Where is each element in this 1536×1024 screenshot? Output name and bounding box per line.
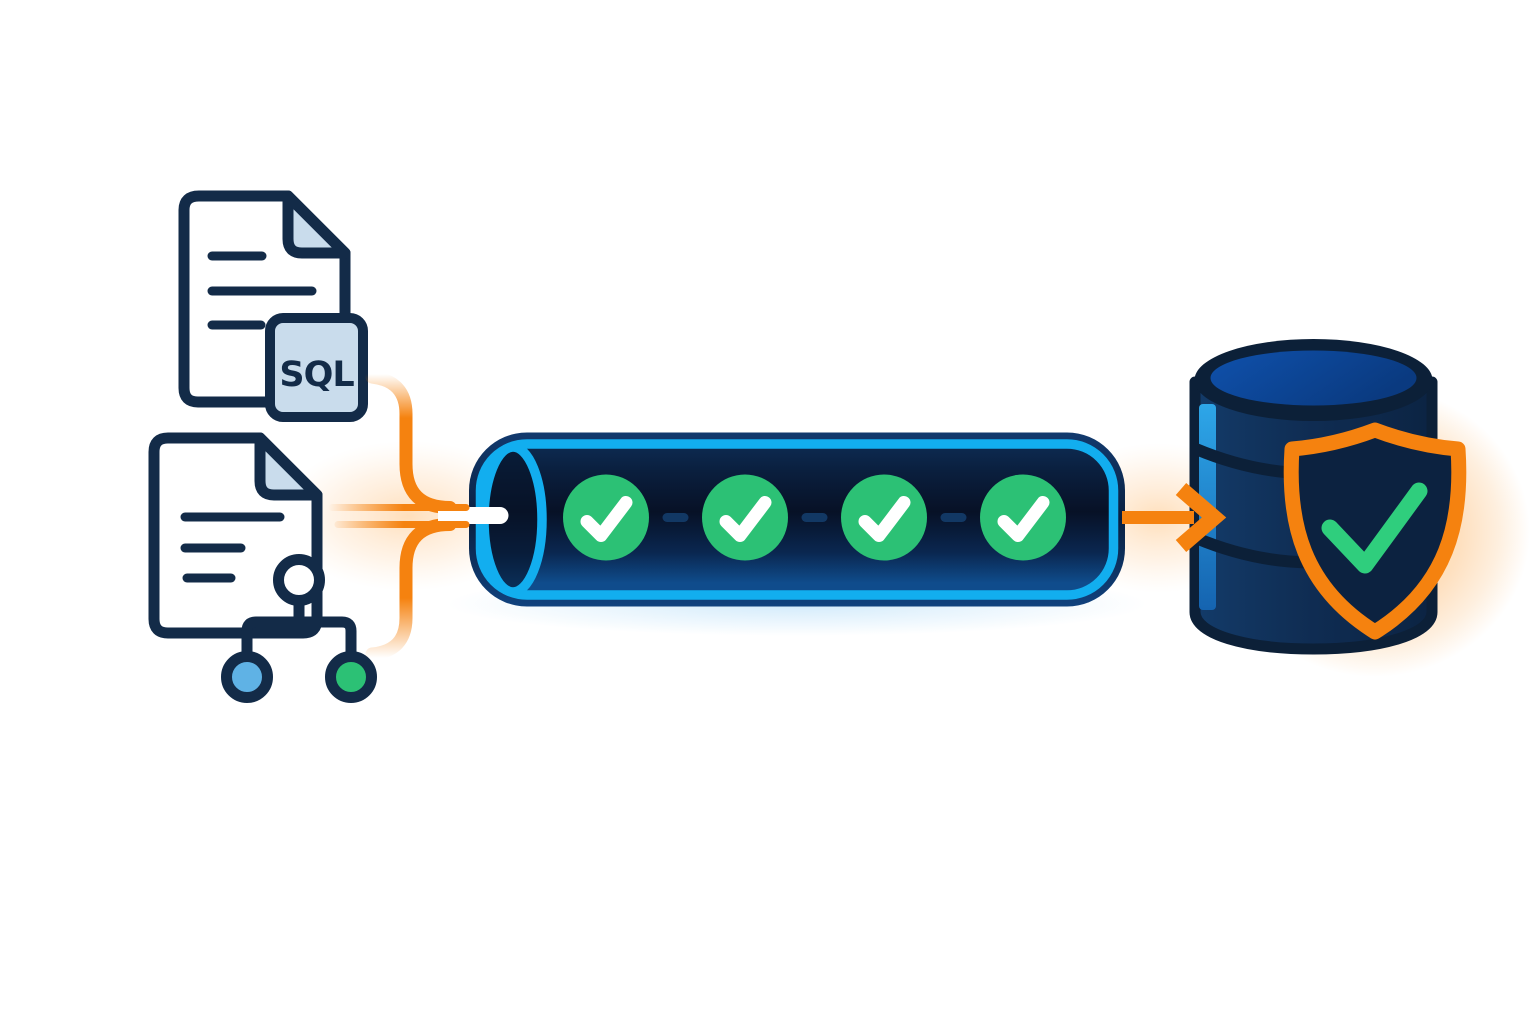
tree-node-green: [325, 651, 377, 703]
merge-connector: [328, 370, 509, 661]
document-sql-icon: SQL: [178, 190, 368, 422]
stage-check-icon: [980, 474, 1066, 561]
document-schema-icon: [148, 432, 377, 703]
pipe-opening-shadow: [484, 447, 542, 592]
folded-corner-icon: [254, 432, 323, 501]
merge-curve-top: [365, 370, 457, 514]
sql-badge-label: SQL: [279, 355, 354, 395]
tree-node-blue: [221, 651, 273, 703]
shield-checkmark: [1321, 482, 1428, 574]
pipeline-stages: [563, 474, 1066, 561]
output-arrow-icon: [1122, 482, 1227, 553]
arrow-head: [1175, 482, 1227, 553]
schema-tree-icon: [221, 554, 377, 703]
database-top-surface: [1210, 350, 1417, 406]
stage-connector-dash: [801, 513, 828, 522]
stage-connector-dash: [940, 513, 967, 522]
stage-check-icon: [563, 474, 649, 561]
stage-check-icon: [702, 474, 788, 561]
tree-root-node: [273, 554, 325, 606]
stage-connector-dash: [662, 513, 689, 522]
stage-check-icon: [841, 474, 927, 561]
merge-beam: [438, 507, 509, 524]
document-text-lines: [180, 512, 285, 583]
folded-corner-icon: [282, 190, 351, 259]
document-text-lines: [207, 251, 317, 330]
shield-outline: [1283, 422, 1467, 640]
sql-badge: SQL: [265, 313, 368, 422]
shield-checkmark-icon: [1283, 422, 1467, 640]
merge-curve-bottom: [365, 518, 457, 661]
